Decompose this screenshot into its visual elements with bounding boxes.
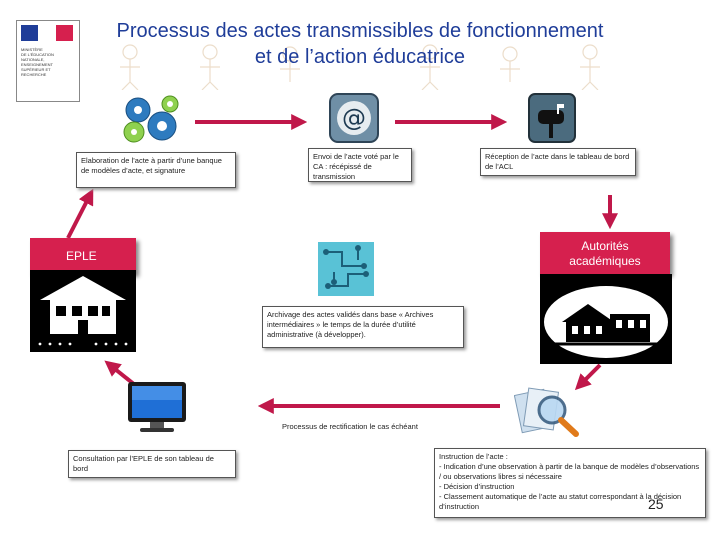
page-number: 25	[648, 496, 664, 512]
instruction-line: - Classement automatique de l’acte au st…	[439, 492, 682, 511]
logo-line: NATIONALE,	[21, 57, 45, 62]
ministry-logo: MINISTÈRE DE L'ÉDUCATION NATIONALE, ENSE…	[16, 20, 80, 102]
circuit-icon	[318, 242, 374, 296]
title-line-1: Processus des actes transmissibles de fo…	[116, 20, 604, 42]
instruction-title: Instruction de l’acte :	[439, 452, 508, 461]
flag-icon	[21, 25, 73, 41]
logo-line: SUPÉRIEUR ET	[21, 67, 51, 72]
autorites-label: Autorités académiques	[540, 232, 670, 274]
step-elaboration: Elaboration de l’acte à partir d’une ban…	[76, 152, 236, 188]
step-envoi: Envoi de l’acte voté par le CA : récépis…	[308, 148, 412, 182]
children-watermark	[120, 44, 600, 90]
arrow-eple-to-elaboration	[66, 188, 94, 239]
instruction-line: - Décision d’instruction	[439, 482, 515, 491]
logo-text: MINISTÈRE DE L'ÉDUCATION NATIONALE, ENSE…	[21, 47, 77, 77]
title-line-2: et de l’action éducatrice	[254, 46, 466, 68]
svg-text:@: @	[342, 104, 366, 132]
logo-line: RECHERCHE	[21, 72, 47, 77]
magnifier-icon	[514, 387, 579, 437]
school-building-icon	[540, 274, 672, 364]
computer-monitor-icon	[128, 382, 186, 432]
instruction-line: - Indication d’une observation à partir …	[439, 462, 700, 481]
logo-line: ENSEIGNEMENT	[21, 62, 54, 67]
step-reception: Réception de l’acte dans le tableau de b…	[480, 148, 636, 176]
logo-line: MINISTÈRE	[21, 47, 43, 52]
house-icon	[30, 270, 136, 352]
step-consultation: Consultation par l’EPLE de son tableau d…	[68, 450, 236, 478]
arrow-to-instruction	[574, 363, 602, 391]
step-archivage: Archivage des actes validés dans base « …	[262, 306, 464, 348]
mailbox-icon	[528, 93, 576, 143]
step-rectification: Processus de rectification le cas échéan…	[282, 422, 418, 431]
email-at-icon: @	[329, 93, 379, 143]
eple-label: EPLE	[30, 238, 136, 274]
slide-title: Processus des actes transmissibles de fo…	[80, 18, 640, 70]
gears-icon	[123, 95, 179, 143]
step-instruction: Instruction de l’acte : - Indication d’u…	[434, 448, 706, 518]
logo-line: DE L'ÉDUCATION	[21, 52, 54, 57]
arrow-to-eple	[104, 360, 137, 387]
autorites-label-line-2: académiques	[569, 254, 641, 268]
autorites-label-line-1: Autorités	[581, 239, 629, 253]
